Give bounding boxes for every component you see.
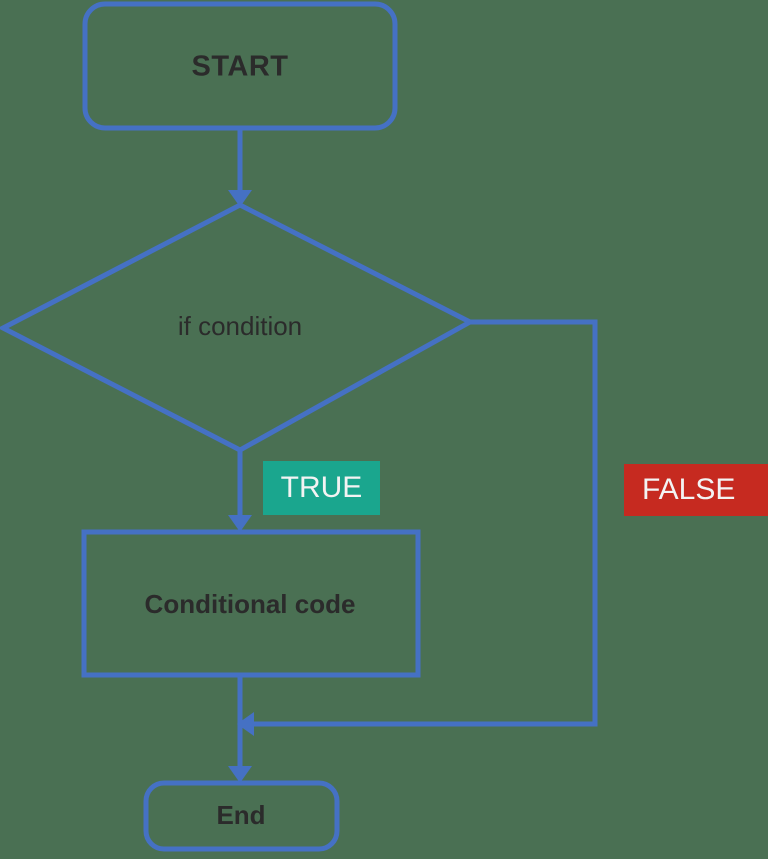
node-process[interactable]: Conditional code: [81, 529, 421, 678]
node-start[interactable]: START: [82, 1, 398, 131]
decision-label: if condition: [178, 311, 302, 341]
edge-decision-to-process-arrowhead: [228, 515, 252, 532]
start-label: START: [191, 51, 288, 83]
edge-decision-to-process: [228, 450, 252, 532]
process-label: Conditional code: [145, 589, 356, 619]
node-end[interactable]: End: [143, 780, 340, 852]
edge-decision-to-end-line: [252, 319, 598, 727]
edge-start-to-decision-arrowhead: [228, 190, 252, 207]
branch-label-true: TRUE: [263, 461, 380, 515]
edge-start-to-decision: [228, 128, 252, 207]
edge-process-to-end-arrowhead: [228, 766, 252, 783]
edge-decision-to-end-arrowhead: [237, 712, 254, 736]
branch-label-false: FALSE: [624, 464, 768, 516]
edge-decision-to-end: [237, 319, 598, 736]
process-shape: [81, 529, 421, 678]
node-decision[interactable]: if condition: [0, 202, 476, 453]
edge-process-to-end: [228, 675, 252, 783]
end-shape: [143, 780, 340, 852]
end-label: End: [216, 800, 265, 830]
